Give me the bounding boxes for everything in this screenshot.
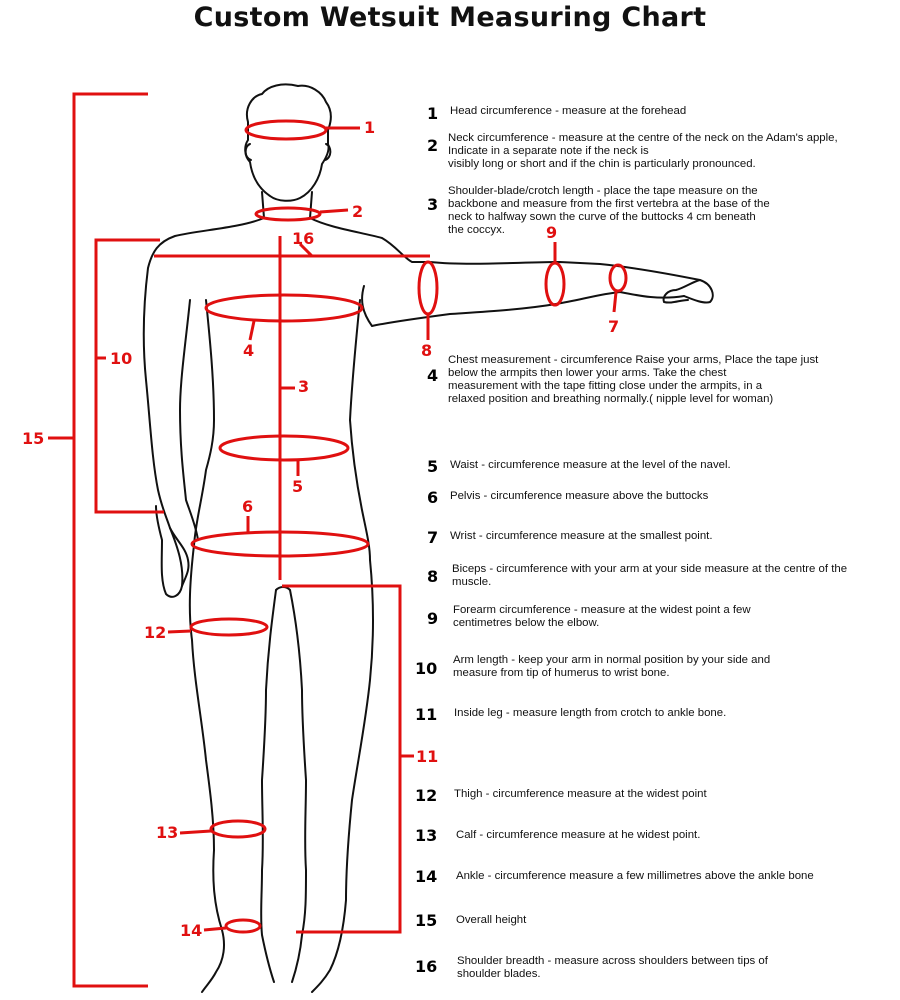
legend-number: 15 — [415, 911, 438, 930]
marker-label: 13 — [156, 823, 178, 842]
legend-number: 6 — [427, 488, 439, 507]
legend-number: 1 — [427, 104, 439, 123]
marker-label: 12 — [144, 623, 166, 642]
marker-label: 10 — [110, 349, 132, 368]
arm-length-marker — [94, 238, 164, 514]
legend-number: 11 — [415, 705, 438, 724]
marker-label: 2 — [352, 202, 363, 221]
legend-number: 3 — [427, 195, 439, 214]
ankle-circumference-marker — [224, 918, 262, 934]
legend-number: 16 — [415, 957, 438, 976]
measurement-markers — [48, 92, 628, 988]
marker-label: 14 — [180, 921, 202, 940]
marker-label: 11 — [416, 747, 438, 766]
legend-description: Head circumference - measure at the fore… — [450, 105, 687, 117]
forearm-circumference-marker — [544, 261, 566, 307]
legend-description: Shoulder-blade/crotch length - place the… — [448, 185, 770, 236]
legend-description: Ankle - circumference measure a few mill… — [456, 870, 814, 882]
legend-description: Arm length - keep your arm in normal pos… — [453, 654, 771, 679]
legend-number: 7 — [427, 528, 439, 547]
legend-number: 10 — [415, 659, 438, 678]
thigh-circumference-marker — [189, 617, 269, 637]
legend-number: 9 — [427, 609, 439, 628]
legend-number: 5 — [427, 457, 439, 476]
waist-circumference-marker — [218, 434, 350, 462]
legend-description: Waist - circumference measure at the lev… — [450, 459, 731, 471]
calf-circumference-marker — [209, 819, 267, 839]
marker-label: 3 — [298, 377, 309, 396]
legend-description: Neck circumference - measure at the cent… — [448, 132, 838, 170]
head-circumference-marker — [244, 119, 328, 141]
legend-number: 8 — [427, 567, 439, 586]
legend-number: 12 — [415, 786, 438, 805]
marker-label: 5 — [292, 477, 303, 496]
legend-number: 14 — [415, 867, 438, 886]
legend-description: Pelvis - circumference measure above the… — [450, 490, 709, 502]
legend-number: 13 — [415, 826, 438, 845]
page-title: Custom Wetsuit Measuring Chart — [193, 2, 707, 33]
marker-label: 1 — [364, 118, 375, 137]
marker-label: 8 — [421, 341, 432, 360]
marker-label: 4 — [243, 341, 254, 360]
neck-circumference-marker — [254, 206, 322, 222]
legend-description: Forearm circumference - measure at the w… — [453, 604, 751, 629]
marker-label: 9 — [546, 223, 557, 242]
legend-number: 2 — [427, 136, 439, 155]
legend-description: Wrist - circumference measure at the sma… — [450, 530, 713, 542]
legend-description: Overall height — [456, 914, 527, 926]
legend-description: Calf - circumference measure at he wides… — [456, 829, 701, 841]
legend-number: 4 — [427, 366, 439, 385]
chest-circumference-marker — [204, 293, 364, 323]
legend-description: Thigh - circumference measure at the wid… — [454, 788, 707, 800]
legend-description: Biceps - circumference with your arm at … — [452, 563, 848, 588]
biceps-circumference-marker — [417, 260, 439, 316]
marker-label: 16 — [292, 229, 314, 248]
marker-labels: 1 2 16 9 7 8 4 10 3 5 6 15 12 13 14 11 — [22, 118, 619, 940]
marker-label: 6 — [242, 497, 253, 516]
legend-description: Chest measurement - circumference Raise … — [448, 354, 819, 405]
wrist-circumference-marker — [608, 263, 628, 293]
marker-label: 15 — [22, 429, 44, 448]
pelvis-circumference-marker — [190, 530, 370, 558]
marker-label: 7 — [608, 317, 619, 336]
legend-description: Shoulder breadth - measure across should… — [457, 955, 768, 980]
overall-height-marker — [72, 92, 148, 988]
legend-description: Inside leg - measure length from crotch … — [454, 707, 727, 719]
inside-leg-marker — [282, 584, 402, 934]
